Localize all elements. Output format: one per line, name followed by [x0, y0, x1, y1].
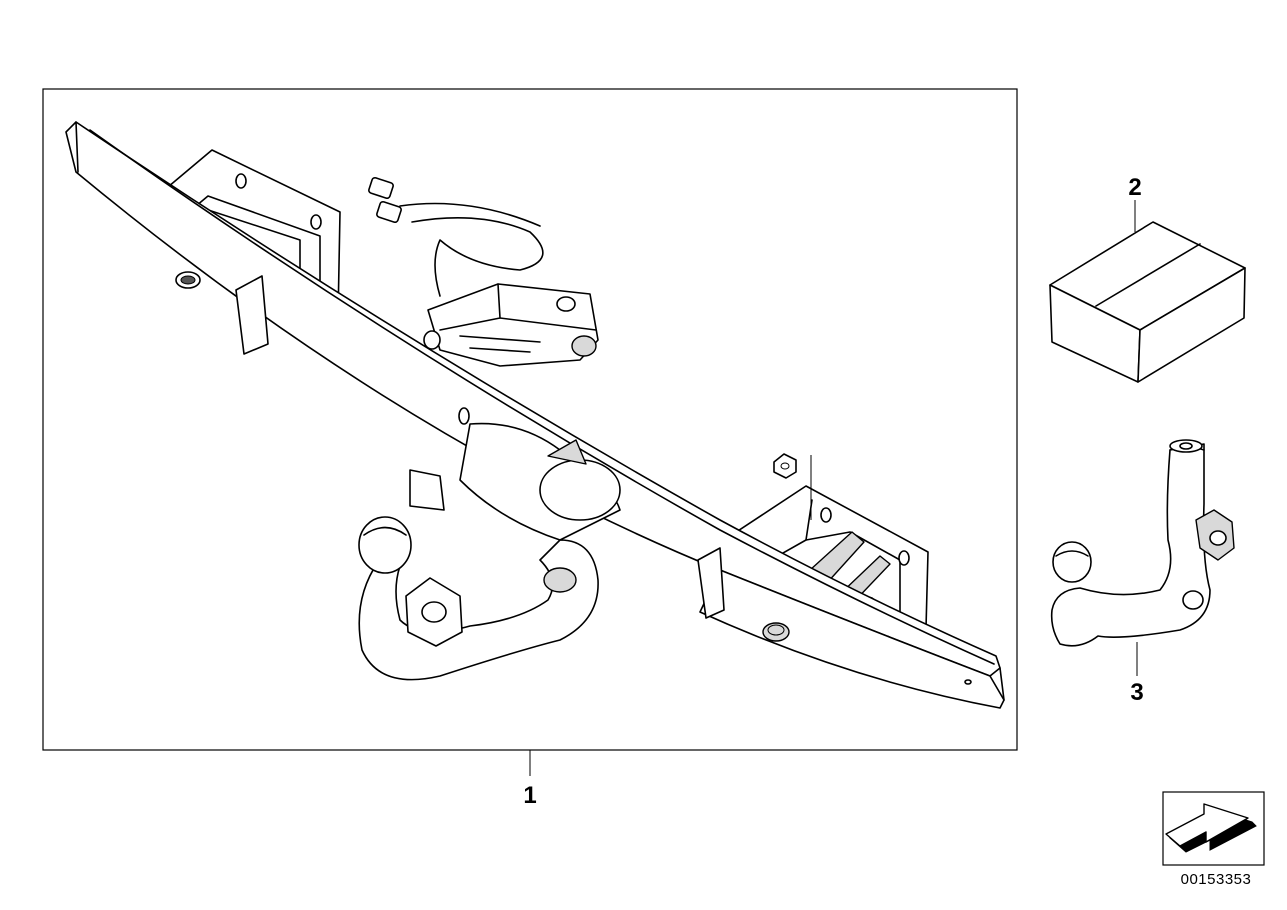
right-mounting-bracket	[711, 453, 929, 629]
diagram-id: 00153353	[1181, 871, 1252, 888]
part-3-hitch-arm[interactable]	[1050, 439, 1235, 676]
swivel-hitch	[358, 407, 621, 681]
callout-part-3: 3	[1130, 679, 1143, 706]
control-module[interactable]	[368, 176, 599, 367]
forward-arrow-icon[interactable]	[1162, 791, 1265, 866]
callout-part-1: 1	[523, 782, 536, 809]
tow-bar-assembly[interactable]	[65, 121, 1005, 709]
part-2-box[interactable]	[1049, 200, 1246, 383]
callout-part-2: 2	[1128, 174, 1141, 201]
